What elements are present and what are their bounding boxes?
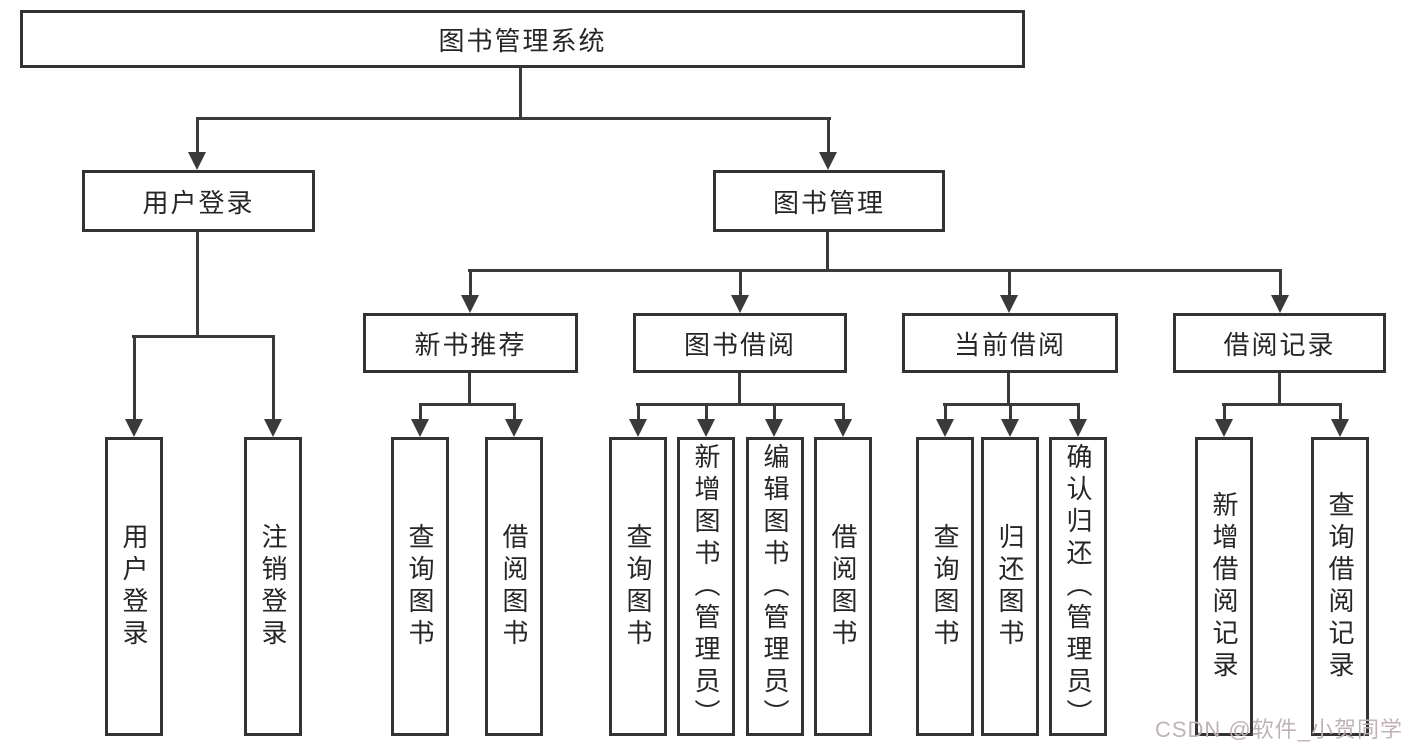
leaf-query-borrow-record: 查询借阅记录 bbox=[1311, 437, 1369, 736]
arrowhead-icon bbox=[629, 419, 647, 437]
arrowhead-icon bbox=[505, 419, 523, 437]
leaf-label: 查询图书 bbox=[623, 522, 653, 651]
node-current-borrowing: 当前借阅 bbox=[902, 313, 1118, 373]
leaf-label: 编辑图书（管理员） bbox=[760, 442, 790, 731]
leaf-return-book: 归还图书 bbox=[981, 437, 1039, 736]
connector-line bbox=[1007, 373, 1010, 404]
connector-line bbox=[419, 403, 516, 406]
leaf-label: 用户登录 bbox=[119, 522, 149, 651]
connector-arrow-down bbox=[505, 403, 523, 437]
connector-arrow-down bbox=[1001, 403, 1019, 437]
connector-arrow-down bbox=[1000, 269, 1018, 313]
connector-arrow-down bbox=[1331, 403, 1349, 437]
connector-arrow-down bbox=[1069, 403, 1087, 437]
connector-arrow-down bbox=[264, 335, 282, 437]
leaf-query-books-newbook: 查询图书 bbox=[391, 437, 449, 736]
leaf-label: 借阅图书 bbox=[828, 522, 858, 651]
leaf-borrow-books: 借阅图书 bbox=[814, 437, 872, 736]
connector-line bbox=[468, 373, 471, 404]
leaf-query-books-current: 查询图书 bbox=[916, 437, 974, 736]
connector-line bbox=[196, 117, 831, 120]
arrowhead-icon bbox=[1271, 295, 1289, 313]
node-book-management: 图书管理 bbox=[713, 170, 945, 232]
connector-arrow-down bbox=[188, 117, 206, 170]
watermark: CSDN @软件_小贺同学 bbox=[1154, 717, 1403, 742]
leaf-label: 新增图书（管理员） bbox=[691, 442, 721, 731]
connector-line bbox=[1278, 373, 1281, 404]
connector-arrow-down bbox=[629, 403, 647, 437]
leaf-label: 归还图书 bbox=[995, 522, 1025, 651]
node-user-login: 用户登录 bbox=[82, 170, 315, 232]
leaf-logout: 注销登录 bbox=[244, 437, 302, 736]
node-borrowing-records: 借阅记录 bbox=[1173, 313, 1386, 373]
leaf-edit-book-admin: 编辑图书（管理员） bbox=[746, 437, 804, 736]
connector-arrow-down bbox=[125, 335, 143, 437]
arrowhead-icon bbox=[461, 295, 479, 313]
connector-arrow-down bbox=[461, 269, 479, 313]
arrowhead-icon bbox=[936, 419, 954, 437]
connector-arrow-down bbox=[697, 403, 715, 437]
connector-line bbox=[519, 68, 522, 119]
connector-line bbox=[468, 269, 1281, 272]
connector-arrow-down bbox=[411, 403, 429, 437]
node-book-borrowing: 图书借阅 bbox=[633, 313, 847, 373]
arrowhead-icon bbox=[264, 419, 282, 437]
arrowhead-icon bbox=[1000, 295, 1018, 313]
connector-line bbox=[738, 373, 741, 404]
leaf-label: 查询借阅记录 bbox=[1325, 490, 1355, 683]
connector-arrow-down bbox=[731, 269, 749, 313]
connector-arrow-down bbox=[1271, 269, 1289, 313]
connector-line bbox=[943, 403, 1080, 406]
arrowhead-icon bbox=[411, 419, 429, 437]
arrowhead-icon bbox=[765, 419, 783, 437]
arrowhead-icon bbox=[1215, 419, 1233, 437]
leaf-label: 借阅图书 bbox=[499, 522, 529, 651]
arrowhead-icon bbox=[188, 152, 206, 170]
connector-arrow-down bbox=[936, 403, 954, 437]
connector-line bbox=[1222, 403, 1342, 406]
arrowhead-icon bbox=[1331, 419, 1349, 437]
arrowhead-icon bbox=[1069, 419, 1087, 437]
arrowhead-icon bbox=[834, 419, 852, 437]
leaf-query-books-borrow: 查询图书 bbox=[609, 437, 667, 736]
leaf-label: 新增借阅记录 bbox=[1209, 490, 1239, 683]
arrowhead-icon bbox=[697, 419, 715, 437]
connector-line bbox=[132, 335, 275, 338]
arrowhead-icon bbox=[1001, 419, 1019, 437]
leaf-label: 确认归还（管理员） bbox=[1063, 442, 1093, 731]
connector-arrow-down bbox=[1215, 403, 1233, 437]
leaf-add-book-admin: 新增图书（管理员） bbox=[677, 437, 735, 736]
leaf-borrow-books-newbook: 借阅图书 bbox=[485, 437, 543, 736]
leaf-label: 查询图书 bbox=[930, 522, 960, 651]
connector-arrow-down bbox=[819, 117, 837, 170]
arrowhead-icon bbox=[125, 419, 143, 437]
leaf-label: 注销登录 bbox=[258, 522, 288, 651]
leaf-confirm-return-admin: 确认归还（管理员） bbox=[1049, 437, 1107, 736]
connector-arrow-down bbox=[765, 403, 783, 437]
connector-line bbox=[826, 232, 829, 272]
connector-line bbox=[636, 403, 845, 406]
connector-line bbox=[196, 232, 199, 337]
leaf-add-borrow-record: 新增借阅记录 bbox=[1195, 437, 1253, 736]
node-library-system: 图书管理系统 bbox=[20, 10, 1025, 68]
leaf-user-login: 用户登录 bbox=[105, 437, 163, 736]
arrowhead-icon bbox=[819, 152, 837, 170]
connector-arrow-down bbox=[834, 403, 852, 437]
arrowhead-icon bbox=[731, 295, 749, 313]
node-new-book-recommendation: 新书推荐 bbox=[363, 313, 578, 373]
leaf-label: 查询图书 bbox=[405, 522, 435, 651]
